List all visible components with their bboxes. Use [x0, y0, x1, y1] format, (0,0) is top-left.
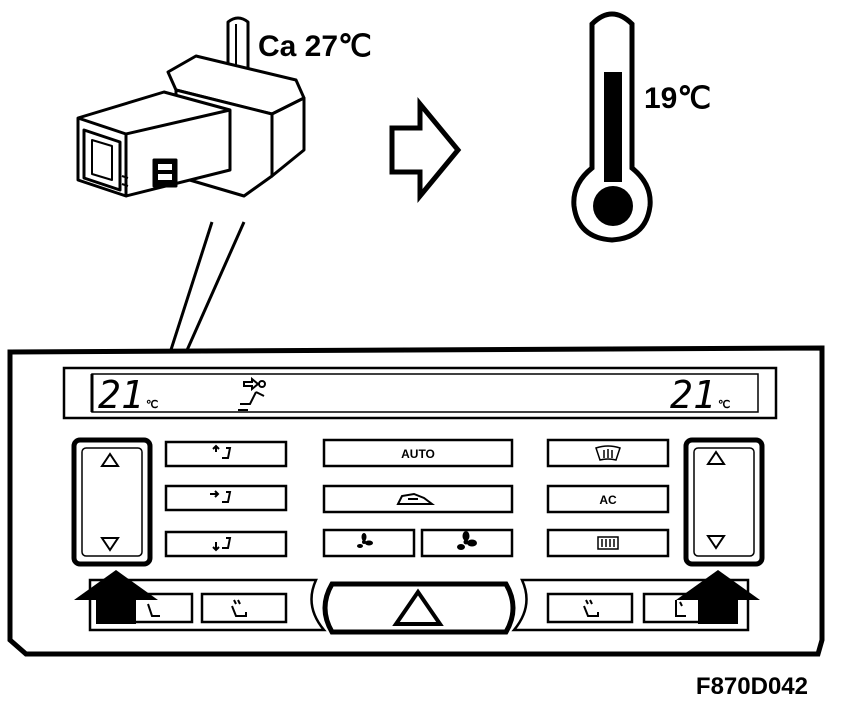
fan-low-button[interactable] — [322, 528, 416, 558]
seat-heat-icon — [583, 599, 599, 617]
seat-heat-icon — [147, 603, 160, 617]
bottom-row-housing — [88, 578, 327, 632]
fan-high-button[interactable] — [420, 528, 514, 558]
up-arrow-icon[interactable] — [100, 452, 120, 467]
sensor-temp-label: Ca 27℃ — [258, 30, 372, 63]
windshield-defrost-icon — [595, 445, 621, 461]
temperature-sensor-icon — [76, 16, 306, 198]
display-strip — [62, 366, 778, 420]
hazard-button[interactable] — [322, 581, 516, 635]
right-temp-rocker[interactable] — [683, 437, 765, 567]
seated-person-icon — [238, 376, 266, 411]
thermometer-temp-label: 19℃ — [644, 82, 711, 115]
up-arrow-icon — [676, 570, 760, 624]
vent-lower-icon — [212, 537, 232, 552]
seat-heat-passenger-button[interactable] — [546, 592, 634, 624]
right-temp-unit: ℃ — [718, 399, 730, 411]
vent-upper-button[interactable] — [164, 440, 288, 468]
left-temp-rocker[interactable] — [71, 437, 153, 567]
down-arrow-icon[interactable] — [706, 535, 726, 550]
seat-heat-icon — [675, 600, 686, 617]
fan-low-icon — [357, 533, 373, 548]
left-temp-display: 21 — [98, 373, 144, 417]
left-temp-unit: ℃ — [146, 399, 158, 411]
auto-button[interactable]: AUTO — [322, 438, 514, 468]
seat-heat-driver-button[interactable] — [200, 592, 288, 624]
figure-code: F870D042 — [696, 673, 808, 700]
up-arrow-icon[interactable] — [706, 450, 726, 465]
arrow-right-icon — [389, 97, 462, 203]
rear-defrost-icon — [597, 536, 619, 550]
rear-defrost-button[interactable] — [546, 528, 670, 558]
down-arrow-icon[interactable] — [100, 537, 120, 552]
ac-button-label: AC — [599, 493, 617, 507]
recirculation-button[interactable] — [322, 484, 514, 514]
auto-button-label: AUTO — [401, 447, 435, 461]
vent-lower-button[interactable] — [164, 530, 288, 558]
fan-high-icon — [457, 531, 477, 550]
recirculation-car-icon — [396, 492, 435, 505]
hazard-triangle-icon — [392, 588, 444, 626]
right-temp-display: 21 — [670, 373, 716, 417]
windshield-defrost-button[interactable] — [546, 438, 670, 468]
vent-middle-icon — [210, 490, 232, 503]
up-arrow-icon — [74, 570, 158, 624]
vent-upper-icon — [212, 444, 232, 459]
thermometer-icon — [571, 11, 653, 243]
vent-middle-button[interactable] — [164, 484, 288, 512]
ac-button[interactable]: AC — [546, 484, 670, 514]
seat-heat-icon — [231, 599, 247, 617]
